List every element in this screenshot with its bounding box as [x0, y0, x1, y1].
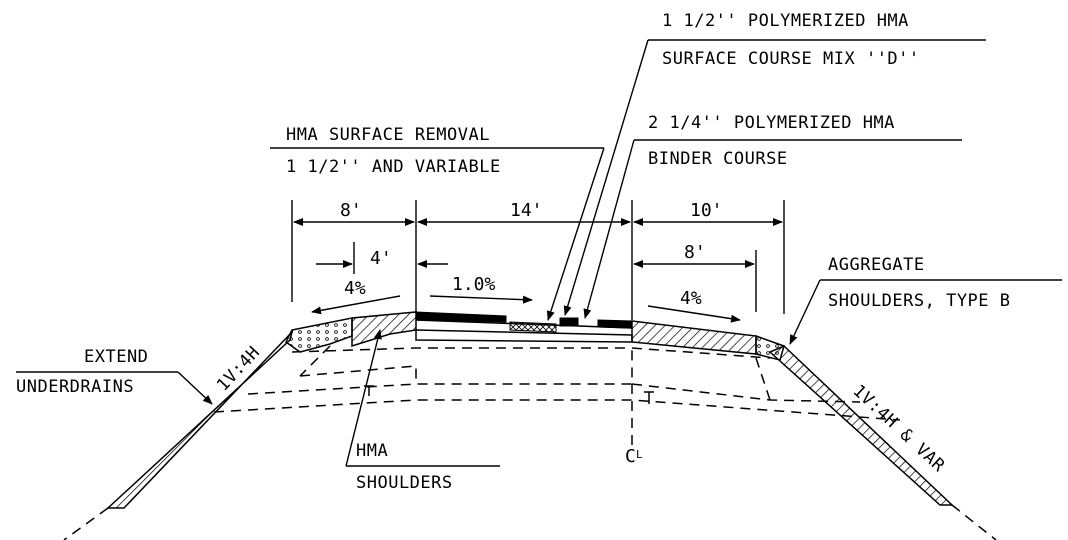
left-aggregate-shoulder	[285, 317, 353, 353]
callout-hma-shoulders-leader	[345, 329, 382, 467]
centerline-symbol: C	[625, 446, 636, 467]
callout-binder-line2: BINDER COURSE	[648, 149, 788, 169]
dim-text-lane: 14'	[510, 200, 543, 221]
callout-binder-leader	[583, 139, 635, 319]
callout-extend-leader	[177, 371, 213, 405]
right-slope-extension	[951, 504, 997, 540]
slope-arrow-lane	[429, 295, 533, 304]
slope-text-left: 4%	[344, 278, 366, 299]
callout-surface-course-line2: SURFACE COURSE MIX ''D''	[662, 49, 920, 69]
callout-removal-leader	[546, 147, 605, 321]
dim-text-left-paved: 4'	[370, 248, 392, 269]
slope-arrow-left	[311, 295, 401, 315]
callout-extend-line1: EXTEND	[84, 347, 148, 367]
right-embankment-slope	[768, 345, 954, 506]
underdrain-marks	[364, 385, 654, 404]
dim-text-left-shoulder: 8'	[340, 200, 362, 221]
callout-removal-line1: HMA SURFACE REMOVAL	[286, 125, 490, 145]
callout-surface-course-leader	[563, 39, 649, 316]
left-hma-shoulder	[351, 311, 417, 348]
callout-hma-shoulders-line2: SHOULDERS	[356, 473, 453, 493]
callout-extend-line2: UNDERDRAINS	[16, 377, 134, 397]
left-slope-extension	[63, 507, 109, 540]
slope-text-lane: 1.0%	[452, 274, 496, 295]
dimension-extension-lines	[291, 200, 785, 320]
dim-text-right-shoulder: 10'	[690, 200, 723, 221]
callout-aggregate-line1: AGGREGATE	[828, 255, 925, 275]
slope-arrow-right	[647, 305, 741, 323]
slope-text-right: 4%	[680, 288, 702, 309]
callout-aggregate-leader	[789, 279, 821, 345]
callout-hma-shoulders-line1: HMA	[356, 441, 388, 461]
dim-text-right-paved: 8'	[684, 242, 706, 263]
polymerized-hma-surface-left	[415, 311, 507, 323]
callout-surface-course-line1: 1 1/2'' POLYMERIZED HMA	[662, 11, 909, 31]
right-aggregate-shoulder	[755, 334, 785, 361]
existing-pavement-lane	[415, 329, 633, 343]
callout-removal-line2: 1 1/2'' AND VARIABLE	[286, 157, 501, 177]
callout-binder-line1: 2 1/4'' POLYMERIZED HMA	[648, 113, 895, 133]
centerline-sub: L	[636, 448, 643, 461]
callout-aggregate-line2: SHOULDERS, TYPE B	[828, 291, 1011, 311]
subbase-dashed-lines	[213, 345, 901, 450]
lane-top-line	[415, 319, 633, 329]
